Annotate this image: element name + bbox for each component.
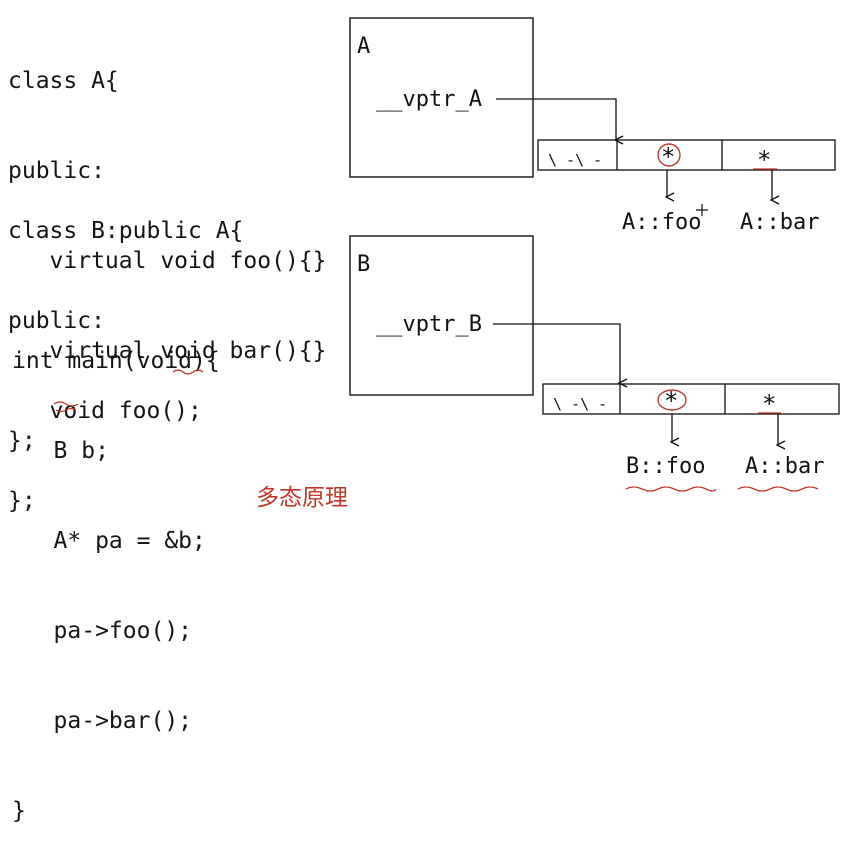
code-underline-pa-1: [53, 401, 79, 407]
vtable-b-foo-highlight: [657, 389, 687, 411]
vtable-a: \ -\ - * * A::foo A::bar: [537, 139, 836, 235]
vtable-a-cell-1: *: [661, 143, 675, 171]
object-a-box: [349, 17, 534, 178]
code-line: };: [8, 488, 36, 514]
code-line: class A{: [8, 68, 119, 94]
target-a-foo: A::foo: [622, 210, 701, 235]
object-a-label: A: [357, 34, 370, 59]
code-class-a: class A{ public: virtual void foo(){} vi…: [8, 6, 327, 486]
code-line: pa->foo();: [12, 618, 193, 644]
vtable-a-cell-2: *: [757, 146, 771, 174]
object-b: B __vptr_B: [349, 235, 620, 396]
code-line: class B:public A{: [8, 218, 244, 244]
vtable-b-cell-1: *: [664, 387, 678, 415]
target-b-foo: B::foo: [626, 454, 705, 479]
vtable-a-cell-0: \ -\ -: [548, 151, 602, 169]
underline-a-bar: [737, 486, 819, 492]
vtable-b: \ -\ - * * B::foo A::bar: [542, 383, 840, 492]
code-line: virtual void foo(){}: [8, 248, 327, 274]
object-b-label: B: [357, 252, 370, 277]
target-a-bar: A::bar: [740, 210, 819, 235]
vtable-diagram: A __vptr_A \ -\ - * * A::foo A::bar B __…: [53, 17, 840, 492]
cursor-crosshair-icon: [696, 204, 708, 216]
object-a-vptr: __vptr_A: [376, 87, 482, 112]
code-line: virtual void bar(){}: [8, 338, 327, 364]
code-line: B b;: [12, 438, 109, 464]
vtable-b-box: [542, 383, 840, 415]
code-line: int main(void){: [12, 348, 220, 374]
target-b-bar: A::bar: [745, 454, 824, 479]
vptr-b-arrow: [493, 323, 620, 383]
vptr-a-arrow: [496, 98, 616, 140]
code-class-b: class B:public A{ public: void foo(); };: [8, 156, 243, 546]
code-line: }: [12, 798, 26, 824]
object-b-box: [349, 235, 534, 396]
code-underline-b: [172, 369, 204, 375]
vtable-a-box: [537, 139, 836, 171]
caption-title: 多态原理: [256, 485, 348, 511]
code-line: void foo();: [8, 398, 202, 424]
code-line: pa->bar();: [12, 708, 193, 734]
object-a: A __vptr_A: [349, 17, 616, 178]
code-underline-pa-2: [55, 407, 77, 413]
code-line: public:: [8, 308, 105, 334]
vtable-b-cell-0: \ -\ -: [553, 395, 607, 413]
code-line: };: [8, 428, 36, 454]
code-line: public:: [8, 158, 105, 184]
object-b-vptr: __vptr_B: [376, 312, 482, 337]
underline-b-foo: [625, 486, 717, 492]
code-line: A* pa = &b;: [12, 528, 206, 554]
vtable-a-foo-highlight: [657, 143, 681, 167]
vtable-b-cell-2: *: [762, 390, 776, 418]
